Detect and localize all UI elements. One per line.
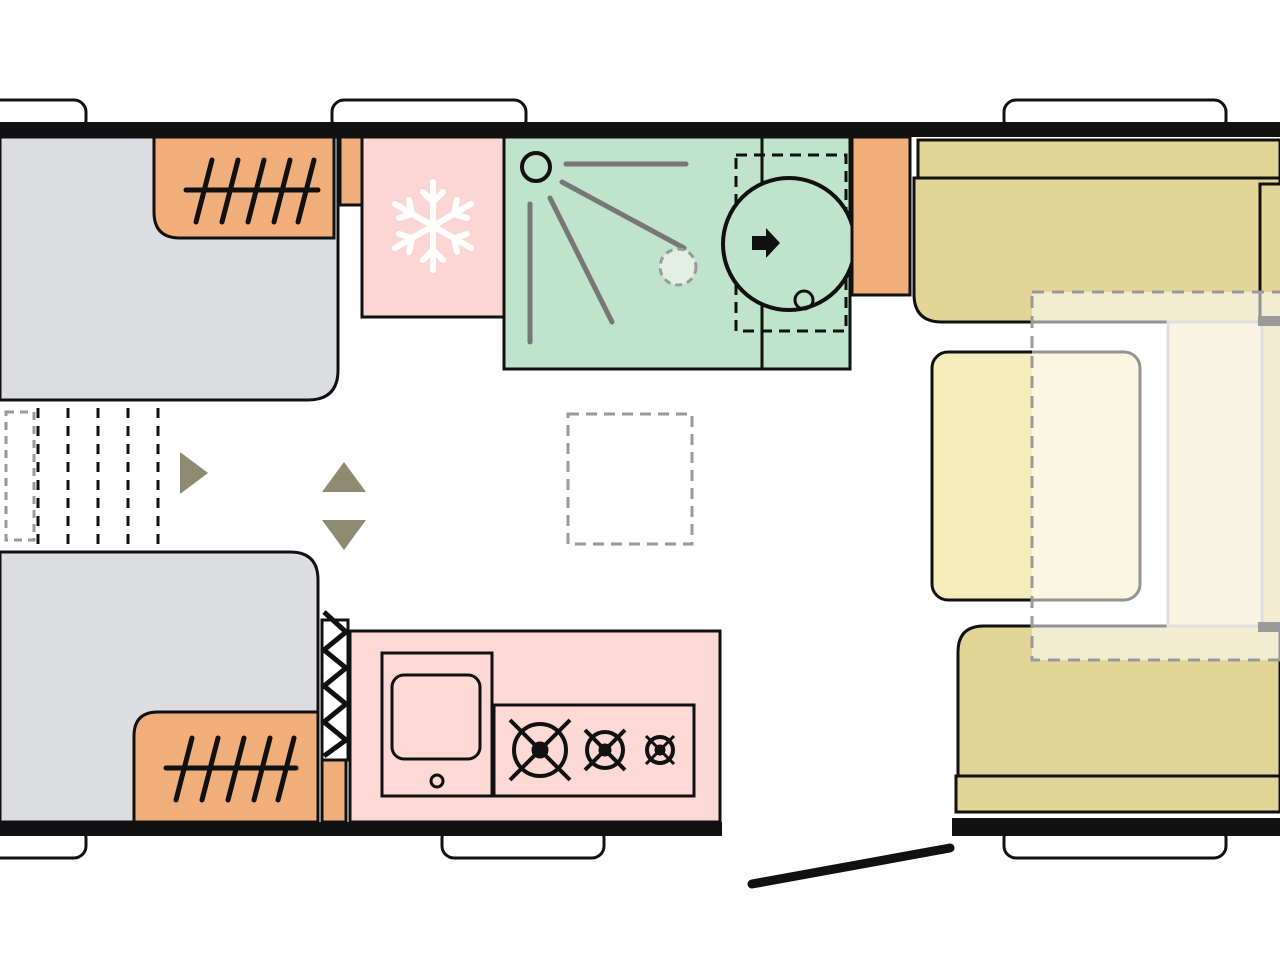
direction-arrow-icon — [180, 452, 208, 494]
wall-bottom-rear — [0, 822, 722, 836]
step-dashed — [4, 410, 36, 542]
seat-backrest-bottom — [954, 774, 1280, 814]
sofa-bottom — [956, 624, 1280, 780]
storage-rack-icon — [163, 735, 299, 803]
seat-backrest-top — [916, 138, 1280, 180]
direction-arrow-icon — [322, 462, 366, 492]
hob-burner-icon — [508, 718, 572, 782]
storage-rack-icon — [183, 157, 321, 225]
shower-head-icon — [520, 151, 689, 345]
table-leg — [1258, 316, 1280, 326]
shower-drain — [658, 247, 698, 287]
bed-slats — [36, 408, 160, 548]
snowflake-icon — [392, 179, 474, 273]
storage-cabinet — [320, 758, 348, 824]
hob-burner-icon — [644, 734, 676, 766]
storage-cabinet — [338, 135, 364, 207]
direction-arrow-icon — [322, 520, 366, 550]
storage-cabinet — [850, 135, 912, 297]
table-leg — [1258, 622, 1280, 632]
entrance-door — [747, 843, 955, 889]
wall-bottom-front — [952, 818, 1280, 836]
kitchen-zigzag — [320, 610, 351, 762]
table-dashed-overlay — [1030, 290, 1280, 662]
sink-icon — [380, 651, 494, 798]
toilet-icon — [721, 176, 857, 312]
wall-top — [0, 122, 1280, 137]
roof-light-dashed — [566, 412, 694, 546]
hob-burner-icon — [583, 728, 627, 772]
